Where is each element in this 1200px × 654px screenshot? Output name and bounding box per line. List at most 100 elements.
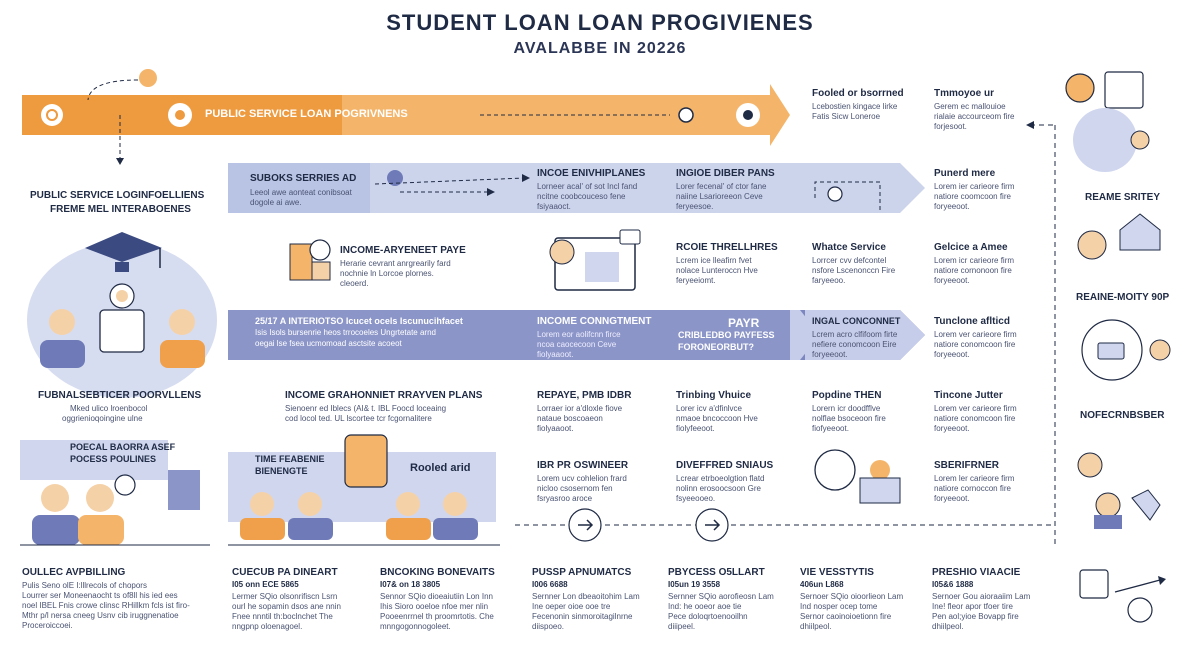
col2-t2: nochnie ln Lorcoe plornes. xyxy=(340,269,434,278)
col3-bottom-t4: mnngogonnogoleet. xyxy=(380,622,451,631)
col6-h-r4: Popdine THEN xyxy=(812,390,882,401)
col5-bottom-t2: Ind: he ooeor aoe tie xyxy=(668,602,742,611)
person-3-icon xyxy=(41,484,69,512)
col4-t3a: Lorem eor aolifcnn firce xyxy=(537,330,621,339)
left-h1: PUBLIC SERVICE LOGINFOELLIENS xyxy=(30,190,205,201)
globe-icon xyxy=(814,449,856,491)
col5-t5b: nolinn erosoocsoon Gre xyxy=(676,484,761,493)
col4-h-r4: REPAYE, PMB IDBR xyxy=(537,390,632,401)
person-7-icon xyxy=(396,492,420,516)
col7-bottom-t2: Ine! fleor apor tfoer tire xyxy=(932,602,1013,611)
col6-t4a: Lorern icr doodfflve xyxy=(812,404,881,413)
col5-t-band3: feryeesoe. xyxy=(676,202,714,211)
house-icon xyxy=(1119,213,1161,251)
col4-h-band3: INCOME CONNGTMENT xyxy=(537,316,652,327)
col7-t6a: Lorem ler carieore firm xyxy=(934,474,1015,483)
col5-t5a: Lcrear etrboeolgtion flatd xyxy=(676,474,765,483)
col5-h-r5: DIVEFFRED SNIAUS xyxy=(676,460,774,471)
col4-bottom-h: PUSSP APNUMATCS xyxy=(532,567,632,578)
person-5-icon xyxy=(250,492,274,516)
col7-t5c: foryeeoot. xyxy=(934,424,970,433)
col4-bottom-t4: diispoeo. xyxy=(532,622,565,631)
col6-t3a: Lorrcer cvv defcontel xyxy=(812,256,887,265)
orange-start-icon xyxy=(41,104,63,126)
orange-node-icon xyxy=(678,107,694,123)
col6-top-h: Fooled or bsorrned xyxy=(812,88,904,99)
gear-icon xyxy=(1065,73,1095,103)
col4-t-band2: ncitne coobcouceso fene xyxy=(537,192,626,201)
col7-t3b: natiore cornonoon fire xyxy=(934,266,1012,275)
col2-t1: Herarie cevrant anrgrearily fard xyxy=(340,259,451,268)
band2-text: Leeol awe aonteat conibsoat xyxy=(250,188,352,197)
col7-top-t3: forjesoot. xyxy=(934,122,967,131)
col7-t4b: natiore conomcoon fire xyxy=(934,340,1016,349)
col3-bottom-t3: Pooeenrrnel th proomrtotis. Che xyxy=(380,612,494,621)
col7-bottom-t1: Sernoer Gou aioraaiim Lam xyxy=(932,592,1031,601)
col4-t-band1: Lorneer acal' of sot Incl fand xyxy=(537,182,638,191)
col5-t-band2: naiine Lsarioreeon Ceve xyxy=(676,192,763,201)
col6-bottom-sub: 406un L868 xyxy=(800,580,844,589)
col5-bottom-h: PBYCESS O5LLART xyxy=(668,567,765,578)
col6-t3ba: Lcrem acro clfifoom firte xyxy=(812,330,898,339)
col4-t3b: ncoa caocecoon Ceve xyxy=(537,340,617,349)
col5-h-r3: RCOIE THRELLHRES xyxy=(676,242,778,253)
band2-label: SUBOKS SERRIES AD xyxy=(250,173,357,184)
orange-band-label: PUBLIC SERVICE LOAN POGRIVNENS xyxy=(205,108,408,120)
person-9-icon xyxy=(1077,230,1107,260)
col2-box-h: TIME FEABENIE xyxy=(255,454,325,464)
col6-t3bb: nefiere conomcoon Eire xyxy=(812,340,897,349)
col7-bottom-h: PRESHIO VIAACIE xyxy=(932,567,1021,578)
sun-icon xyxy=(870,460,890,480)
grad-cap-icon xyxy=(85,232,162,262)
col7-t6b: natiore cornoccon fire xyxy=(934,484,1011,493)
left-h2: FUBNALSEBTICER POORVLLENS xyxy=(38,390,202,401)
col2-t3: cleoerd. xyxy=(340,279,369,288)
band3-pay-sub: CRIBLEDBO PAYFESS xyxy=(678,330,775,340)
col5-t3b: nolace Lunteroccn Hve xyxy=(676,266,758,275)
col4-t4b: nataue boscoaeon xyxy=(537,414,603,423)
left-bottom-t4: Mthr p/l nersa cneeg Usnv cib iruggnenat… xyxy=(22,611,179,620)
col7-t3c: foryeeoot. xyxy=(934,276,970,285)
puzzle-icon xyxy=(344,434,388,488)
col2-bottom-t4: nngpnp oloenagoel. xyxy=(232,622,303,631)
col6-t3b: nsfore Lscenonccn Fire xyxy=(812,266,896,275)
col4-t-band3: fsiyaaoct. xyxy=(537,202,571,211)
chat-icon xyxy=(114,474,136,496)
right-label-3: NOFECRNBSBER xyxy=(1080,410,1165,421)
col2-t4: Sienoenr ed Iblecs (AI& t. IBL Foocd loc… xyxy=(285,404,447,413)
col5-bottom-sub: I05un 19 3558 xyxy=(668,580,721,589)
col6-bottom-t2: Ind nosper ocep tome xyxy=(800,602,878,611)
band3-line3: oegai lse fsea ucmomoad asctsite acoeot xyxy=(255,339,402,348)
shield-icon xyxy=(1131,489,1161,521)
col7-t2b: natiore coomcoon fire xyxy=(934,192,1011,201)
col2-bottom-t1: Lermer SQio olsonrifiscn Lsrn xyxy=(232,592,338,601)
col5-t-band1: Lorer fecenal' of ctor fane xyxy=(676,182,767,191)
col4-t4c: fiolyaaoot. xyxy=(537,424,574,433)
col6-bottom-h: VIE VESSTYTIS xyxy=(800,567,874,578)
col7-t4c: foryeeoot. xyxy=(934,350,970,359)
col4-bottom-t3: Fecenonin sinmoroitagilnrne xyxy=(532,612,633,621)
col5-bottom-t4: diiipeel. xyxy=(668,622,696,631)
coin-icon xyxy=(1127,597,1153,623)
col5-t4b: nmaoe bncoccoon Hve xyxy=(676,414,758,423)
right-circle-1 xyxy=(1073,108,1137,172)
col6-h-band3: INGAL CONCONNET xyxy=(812,316,901,326)
col5-t4c: fiolyfeeoot. xyxy=(676,424,715,433)
col5-t4a: Lorer icv a'dfinlvce xyxy=(676,404,742,413)
col7-h3: Gelcice a Amee xyxy=(934,242,1008,253)
orange-band xyxy=(22,84,790,146)
col7-t6c: foryeeoot. xyxy=(934,494,970,503)
col7-top-t1: Gerem ec mallouioe xyxy=(934,102,1006,111)
bubble-box xyxy=(20,440,168,480)
col5-bottom-t3: Pece doloqrtoenooilhn xyxy=(668,612,748,621)
col7-h2: Punerd mere xyxy=(934,168,996,179)
band3-pay-sub2: FORONEORBUT? xyxy=(678,342,754,352)
col4-bottom-t2: Ine oeper oioe ooe tre xyxy=(532,602,611,611)
col4-bottom-sub: I006 6688 xyxy=(532,580,568,589)
band3-line2: Isis Isols bursenrie heos trrocoeles Ung… xyxy=(255,328,436,337)
col2-box-h2: BIENENGTE xyxy=(255,466,308,476)
col7-bottom-t3: Pen aol;yioe Bovapp fire xyxy=(932,612,1019,621)
left-h1b: FREME MEL INTERABOENES xyxy=(50,204,191,215)
person-8-icon xyxy=(443,492,467,516)
col6-t4c: fiofyeeoot. xyxy=(812,424,849,433)
